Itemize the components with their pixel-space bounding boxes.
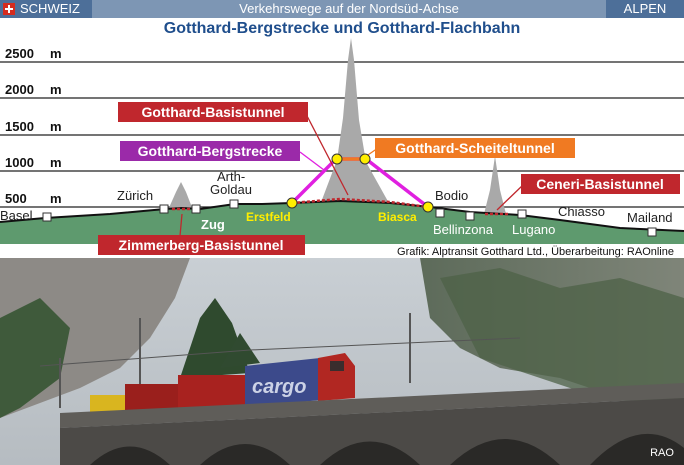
- callout-line: [179, 213, 183, 237]
- station-basel-marker: [42, 212, 52, 222]
- swiss-flag-icon: [3, 3, 15, 15]
- label-goldau: Goldau: [210, 182, 252, 197]
- callout-ceneri: Ceneri-Basistunnel: [521, 174, 680, 194]
- y-tick-label: 2500: [5, 46, 34, 61]
- y-tick-label: 500: [5, 191, 27, 206]
- station-arth-goldau-marker: [229, 199, 239, 209]
- cab-window: [330, 361, 344, 371]
- bridge-arch: [320, 441, 420, 465]
- label-zug: Zug: [201, 217, 225, 232]
- catenary: [39, 313, 521, 408]
- station-erstfeld-marker: [286, 197, 298, 209]
- callout-zimmerberg: Zimmerberg-Basistunnel: [98, 235, 305, 255]
- station-zug-marker: [191, 204, 201, 214]
- train: cargo: [90, 353, 355, 415]
- train-photo: cargo RAO: [0, 258, 684, 465]
- y-tick-label: 2000: [5, 82, 34, 97]
- nav-alpen[interactable]: ALPEN: [606, 0, 684, 18]
- callout-ceneri-label: Ceneri-Basistunnel: [536, 176, 664, 192]
- minor-stations: [42, 199, 657, 237]
- label-lugano: Lugano: [512, 222, 555, 237]
- scheitel-south-marker: [359, 153, 371, 165]
- diagram-title: Gotthard-Bergstrecke und Gotthard-Flachb…: [163, 20, 521, 37]
- callout-zimmerberg-label: Zimmerberg-Basistunnel: [119, 237, 284, 253]
- ground-profile: [0, 201, 684, 244]
- station-biasca-marker: [422, 201, 434, 213]
- label-basel: Basel: [0, 208, 33, 223]
- station-lugano-marker: [517, 209, 527, 219]
- scheitel-north-marker: [331, 153, 343, 165]
- callout-line: [299, 151, 325, 171]
- ceneri-mountain: [484, 156, 506, 214]
- locomotive-front: [318, 353, 355, 401]
- forest: [440, 268, 684, 408]
- top-bar: SCHWEIZ Verkehrswege auf der Nordsüd-Ach…: [0, 0, 684, 18]
- label-chiasso: Chiasso: [558, 204, 605, 219]
- place-labels: Basel Zürich Zug Arth- Goldau Erstfeld B…: [0, 169, 673, 237]
- y-unit-label: m: [50, 119, 62, 134]
- callout-basistunnel-label: Gotthard-Basistunnel: [141, 104, 284, 120]
- y-tick-label: 1500: [5, 119, 34, 134]
- y-unit-label: m: [50, 46, 62, 61]
- bridge-deck: [60, 383, 684, 428]
- bridge-arch: [590, 433, 684, 465]
- nav-schweiz-label: SCHWEIZ: [20, 1, 80, 16]
- bridge-arch: [450, 439, 560, 465]
- label-mailand: Mailand: [627, 210, 673, 225]
- station-bodio-marker: [435, 208, 445, 218]
- label-bellinzona: Bellinzona: [433, 222, 494, 237]
- photo-watermark: RAO: [650, 447, 674, 459]
- station-zurich-marker: [159, 204, 169, 214]
- station-bellinzona-marker: [465, 211, 475, 221]
- gotthard-mountain: [320, 38, 390, 205]
- label-zurich: Zürich: [117, 188, 153, 203]
- y-tick-label: 1000: [5, 155, 34, 170]
- callout-scheiteltunnel: Gotthard-Scheiteltunnel: [375, 138, 575, 158]
- nav-schweiz[interactable]: SCHWEIZ: [0, 0, 92, 18]
- major-stations: [286, 153, 434, 213]
- loco-cargo-text: cargo: [252, 376, 306, 398]
- label-arth: Arth-: [217, 169, 245, 184]
- label-erstfeld: Erstfeld: [246, 210, 291, 224]
- y-unit-label: m: [50, 191, 62, 206]
- cargo-locomotive: [245, 358, 320, 408]
- callout-line: [304, 111, 349, 196]
- callout-scheiteltunnel-label: Gotthard-Scheiteltunnel: [395, 140, 554, 156]
- callout-basistunnel: Gotthard-Basistunnel: [118, 102, 308, 122]
- label-biasca: Biasca: [378, 210, 417, 224]
- callout-bergstrecke-label: Gotthard-Bergstrecke: [138, 143, 283, 159]
- bridge-arch: [200, 444, 290, 465]
- callout-line: [496, 184, 524, 211]
- page-heading: Verkehrswege auf der Nordsüd-Achse: [239, 1, 459, 16]
- foliage: [0, 298, 70, 418]
- callout-bergstrecke: Gotthard-Bergstrecke: [120, 141, 300, 161]
- y-unit-label: m: [50, 155, 62, 170]
- profile-diagram: 2500 m 2000 m 1500 m 1000 m 500 m 0 m: [0, 38, 684, 258]
- label-bodio: Bodio: [435, 188, 468, 203]
- station-mailand-marker: [647, 227, 657, 237]
- basistunnel-route: [291, 197, 429, 209]
- credit-text: Grafik: Alptransit Gotthard Ltd., Überar…: [397, 246, 674, 258]
- freight-wagon: [90, 395, 130, 415]
- zimmerberg-mountain: [168, 182, 193, 210]
- y-unit-label: m: [50, 82, 62, 97]
- bridge-arch: [90, 446, 170, 465]
- bridge: [60, 383, 684, 465]
